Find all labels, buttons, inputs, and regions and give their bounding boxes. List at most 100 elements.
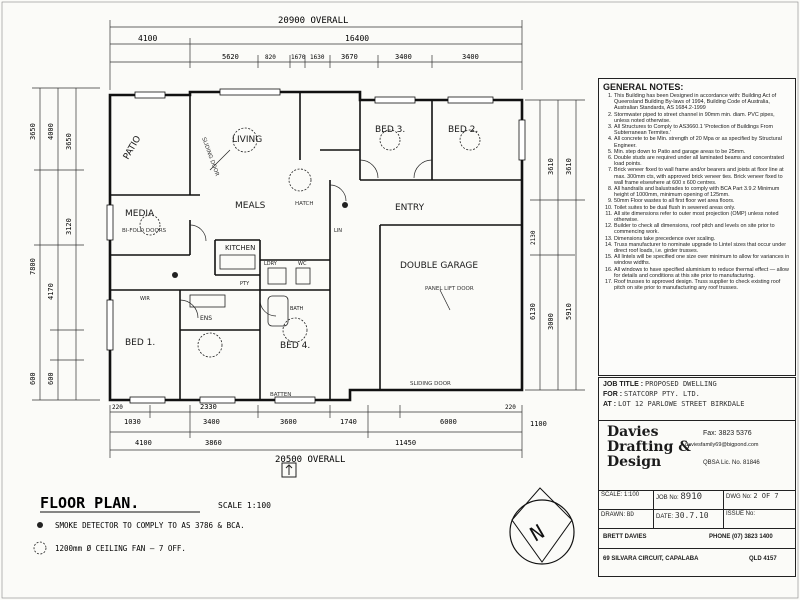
drawn-value: BD [626,511,635,518]
room-meals: MEALS [235,201,266,211]
date-value: 30.7.10 [674,511,709,520]
ensuite-vanity [189,294,226,308]
dim-top-5620: 5620 [222,53,239,61]
dim-bot-1100: 1100 [530,420,547,428]
note-item: Double studs are required under all lami… [614,155,791,167]
dim-bot-220b: 220 [505,404,516,411]
north-arrow-small [281,462,297,478]
kitchen-bench [219,254,256,270]
dim-bot-3400: 3400 [203,418,220,426]
for-value: STATCORP PTY. LTD. [624,390,700,398]
company-line2: Drafting & [607,439,691,455]
drawn-label: DRAWN: [601,512,626,518]
room-entry: ENTRY [395,203,425,213]
dim-top-16400: 16400 [345,34,369,43]
company-logo: Davies Drafting & Design [607,425,691,470]
general-notes-panel: GENERAL NOTES: This Building has been De… [598,78,796,376]
windows [106,88,526,404]
general-notes-list: This Building has been Designed in accor… [603,93,791,292]
for-row: FOR : STATCORP PTY. LTD. [603,390,799,398]
company-line3: Design [607,454,662,470]
ceiling-fan-icon [33,541,47,555]
interior-walls [110,92,522,400]
note-bifold: BI-FOLD DOORS [122,228,167,234]
for-label: FOR : [603,391,623,398]
dwg-no-value: 2 OF 7 [753,492,779,500]
room-wir: WIR [140,296,150,302]
room-bed2: BED 2. [448,125,478,135]
top-dimensions [109,20,523,90]
note-item: All Structures to Comply to AS3660.1 'Pr… [614,124,791,136]
legend-smoke-text: SMOKE DETECTOR TO COMPLY TO AS 3786 & BC… [55,521,245,530]
dim-left-3650b: 3650 [65,133,73,150]
dim-left-600: 600 [29,372,37,385]
note-item: This Building has been Designed in accor… [614,93,791,112]
door-swings [179,149,451,319]
date-cell: DATE: 30.7.10 [654,510,724,528]
note-item: All windows to have specified aluminium … [614,267,791,279]
smoke-detector-icon [37,522,43,528]
dim-bottom-overall: 20500 OVERALL [275,455,345,465]
laundry-tub [267,267,287,285]
room-patio: PATIO [122,134,143,161]
dim-top-4100: 4100 [138,34,157,43]
room-bed1: BED 1. [125,338,155,348]
note-item: All site dimensions refer to outer most … [614,211,791,223]
dim-right-3610: 3610 [547,158,555,175]
company-email: daviesfamily69@bigpond.com [685,442,759,448]
dim-bot-1740: 1740 [340,418,357,426]
svg-text:N: N [526,519,548,546]
bottom-dimensions [109,405,523,458]
note-item: 50mm Floor wastes to all first floor wet… [614,198,791,204]
dim-top-overall: 20900 OVERALL [278,16,348,26]
room-living: LIVING [232,135,262,145]
dim-left-7800: 7800 [29,258,37,275]
dim-bot-3860: 3860 [205,439,222,447]
left-dimensions [32,87,100,401]
room-ens: ENS [200,315,212,322]
drawing-title: FLOOR PLAN. [40,494,139,512]
note-item: Roof trusses to approved design. Truss s… [614,279,791,291]
dim-left-3120: 3120 [65,218,73,235]
room-bed4: BED 4. [280,341,310,351]
designer-name: BRETT DAVIES [603,534,647,540]
company-qbsa: QBSA Lic. No. 81846 [703,460,760,466]
room-wc: WC [298,261,307,267]
note-hatch: HATCH [295,201,314,207]
dim-left-4000: 4000 [47,123,55,140]
bath [267,295,289,327]
dim-bot-3600: 3600 [280,418,297,426]
dim-right-6130: 6130 [529,303,537,320]
dim-top-820: 820 [265,54,276,61]
dim-bot-6000: 6000 [440,418,457,426]
note-item: Min. step down to Patio and garage areas… [614,149,791,155]
dim-bot-11450: 11450 [395,439,416,447]
dim-right-5910: 5910 [565,303,573,320]
job-title-label: JOB TITLE : [603,381,644,388]
dwg-no-cell: DWG No: 2 OF 7 [724,491,795,509]
dim-top-3670: 3670 [341,53,358,61]
drawing-scale: SCALE 1:100 [218,501,271,510]
room-kitchen: KITCHEN [225,244,255,252]
room-double-garage: DOUBLE GARAGE [400,261,478,271]
note-item: Dimensions take precedence over scaling. [614,236,791,242]
right-dimensions [525,99,585,391]
general-notes-title: GENERAL NOTES: [603,82,684,92]
note-item: Truss manufacturer to nominate upgrade t… [614,242,791,254]
room-ldry: LDRY [264,261,278,267]
dwg-no-label: DWG No: [726,494,752,500]
smoke-detector-symbols [172,202,348,278]
note-batten: BATTEN [270,392,291,398]
designer-phone: PHONE (07) 3823 1400 [709,534,773,540]
scale-cell: SCALE: 1:100 [599,491,654,509]
at-value: LOT 12 PARLOWE STREET BIRKDALE [618,400,745,408]
dim-top-1630: 1630 [310,54,325,61]
date-label: DATE: [656,514,674,520]
note-item: Toilet suites to be dual flush in sewere… [614,205,791,211]
dim-left-4170: 4170 [47,283,55,300]
job-no-label: JOB No: [656,495,679,501]
note-item: Stormwater piped to street channel in 90… [614,112,791,124]
room-media: MEDIA [125,209,155,219]
job-no-value: 8910 [680,492,703,502]
